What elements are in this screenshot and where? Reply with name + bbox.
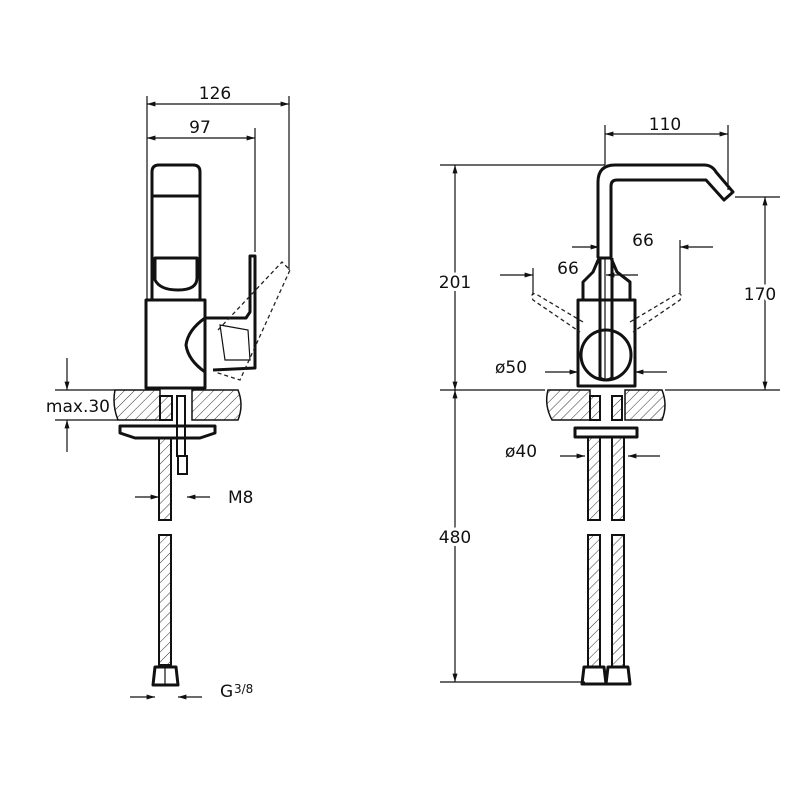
dim-label-201: 201 — [439, 273, 471, 293]
dim-label-max30: max.30 — [46, 397, 110, 417]
cartridge-curve — [184, 316, 206, 374]
body-neck — [581, 256, 632, 302]
dim-label-66-left: 66 — [557, 259, 579, 279]
rod-nut — [177, 455, 188, 475]
side-view: 126 97 max.30 M — [46, 84, 291, 702]
dim-label-110: 110 — [649, 115, 681, 135]
lever-handle — [205, 254, 257, 372]
fixing-plate — [118, 424, 217, 440]
hose-nut — [580, 665, 608, 686]
hose-connector — [589, 395, 601, 421]
hose-connector — [159, 395, 173, 421]
fixing-plate-front — [573, 426, 639, 439]
spout-side — [150, 163, 202, 300]
countertop-section — [545, 389, 591, 421]
flexible-hose — [611, 534, 625, 668]
dim-label-126: 126 — [199, 84, 231, 104]
countertop-section — [624, 389, 666, 421]
tap-body — [144, 298, 207, 390]
flexible-hose — [158, 437, 172, 521]
cartridge-circle — [579, 328, 633, 382]
flexible-hose — [611, 436, 625, 521]
dim-label-d40: ø40 — [505, 442, 537, 462]
dim-label-170: 170 — [744, 285, 776, 305]
aerator — [153, 256, 199, 292]
flexible-hose — [587, 534, 601, 668]
dim-label-d50: ø50 — [495, 358, 527, 378]
front-view: 201 480 110 170 66 66 ø50 — [436, 112, 780, 686]
dim-label-97: 97 — [189, 118, 211, 138]
lever-open-position — [214, 261, 291, 381]
hose-nut — [604, 665, 632, 686]
spout-front — [596, 163, 735, 258]
dim-label-66-right: 66 — [632, 231, 654, 251]
lever-detail — [219, 324, 251, 361]
hose-nut — [151, 665, 180, 687]
dim-label-thread: G — [220, 682, 233, 702]
dim-label-m8: M8 — [228, 488, 253, 508]
flexible-hose — [587, 436, 601, 521]
countertop-section — [191, 389, 242, 421]
dim-label-480: 480 — [439, 528, 471, 548]
tap-body-front — [576, 298, 637, 388]
hose-connector — [611, 395, 623, 421]
lever-right-position — [629, 292, 682, 333]
dim-label-thread-fraction: 3/8 — [234, 682, 253, 696]
flexible-hose — [158, 534, 172, 666]
countertop-section — [113, 389, 161, 421]
lever-left-position — [531, 292, 584, 333]
lever-front — [598, 258, 614, 382]
